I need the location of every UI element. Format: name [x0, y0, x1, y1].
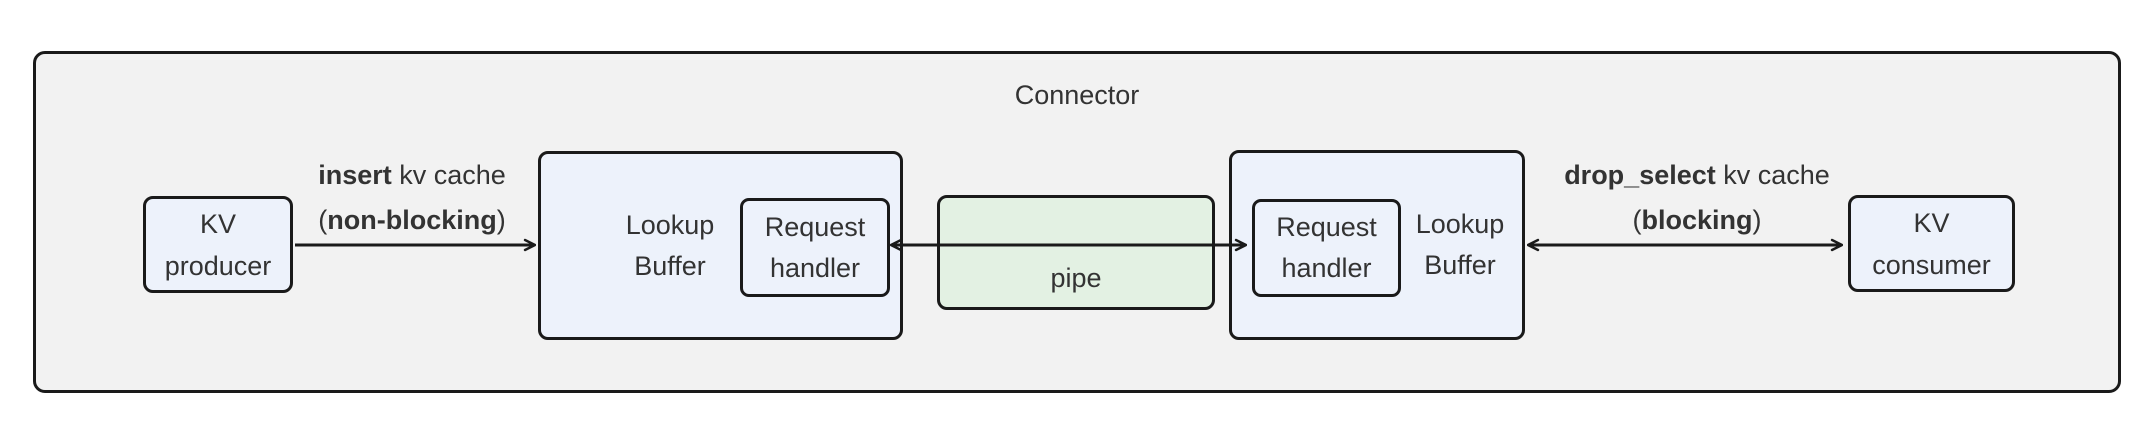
kv-consumer-label-line2: consumer: [1872, 249, 1991, 280]
request-handler-right-label-line1: Request: [1276, 212, 1377, 242]
insert-edge-label-line2-bold: non-blocking: [327, 205, 497, 235]
node-request-handler-right: Request handler: [1252, 199, 1401, 297]
drop-select-edge-label-line1: drop_select kv cache: [1537, 153, 1857, 198]
lookup-buffer-left-label-line2: Buffer: [634, 250, 706, 281]
insert-edge-label-bold: insert: [318, 160, 392, 190]
lookup-buffer-left-label: Lookup Buffer: [570, 154, 770, 337]
node-pipe: pipe: [937, 195, 1215, 310]
connector-title: Connector: [1014, 80, 1140, 110]
node-lookup-buffer-left: Lookup Buffer Request handler: [538, 151, 903, 340]
lookup-buffer-right-label-line1: Lookup: [1415, 209, 1505, 239]
insert-edge-label-rest: kv cache: [391, 160, 506, 190]
request-handler-left-label-line2: handler: [769, 252, 861, 283]
drop-select-edge-label-bold: drop_select: [1564, 160, 1716, 190]
lookup-buffer-right-label: Lookup Buffer: [1360, 153, 1560, 337]
kv-producer-label-line2: producer: [164, 250, 272, 281]
request-handler-left-label-line1: Request: [764, 211, 866, 242]
lookup-buffer-right-label-line2: Buffer: [1424, 250, 1496, 280]
node-kv-consumer: KV consumer: [1848, 195, 2015, 292]
node-lookup-buffer-right: Request handler Lookup Buffer: [1229, 150, 1525, 340]
node-kv-producer: KV producer: [143, 196, 293, 293]
lookup-buffer-left-label-line1: Lookup: [625, 209, 715, 240]
insert-edge-label-line2: (non-blocking): [318, 205, 506, 235]
kv-consumer-label-line1: KV: [1913, 207, 1950, 238]
drop-select-edge-label-rest: kv cache: [1715, 160, 1830, 190]
drop-select-edge-label-line2: (blocking): [1632, 205, 1762, 235]
kv-producer-label-line1: KV: [199, 208, 236, 239]
pipe-label: pipe: [1050, 263, 1102, 293]
insert-edge-label: insert kv cache (non-blocking): [252, 153, 572, 243]
request-handler-right-label-line2: handler: [1281, 253, 1372, 283]
node-request-handler-left: Request handler: [740, 198, 890, 297]
insert-edge-label-line1: insert kv cache: [252, 153, 572, 198]
drop-select-edge-label: drop_select kv cache (blocking): [1537, 153, 1857, 243]
drop-select-edge-label-line2-bold: blocking: [1641, 205, 1753, 235]
